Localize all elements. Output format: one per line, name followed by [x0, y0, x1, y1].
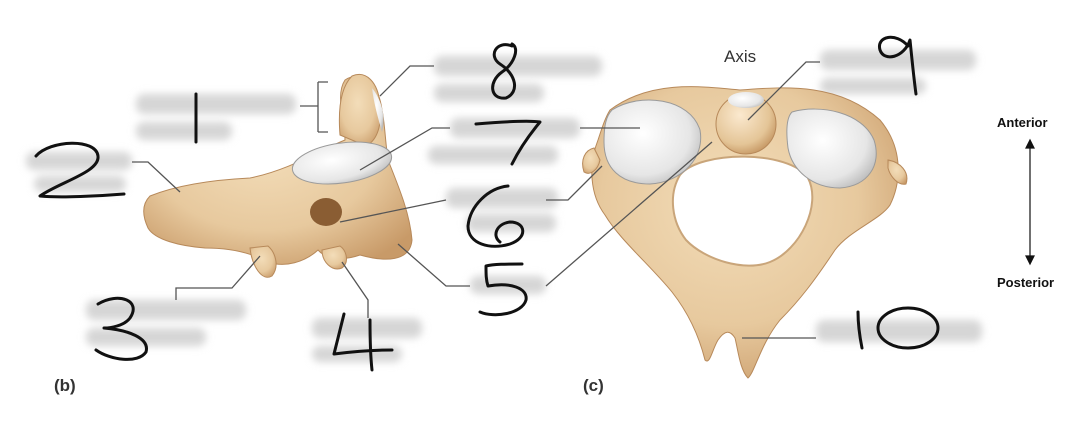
blurred-label-3a: [86, 300, 246, 320]
panel-label-c: (c): [583, 376, 604, 395]
blurred-label-10: [816, 320, 982, 342]
handwritten-number-9: [878, 35, 918, 96]
handwritten-numbers: [34, 35, 940, 372]
blurred-label-2a: [26, 152, 132, 170]
handwritten-number-8: [491, 42, 518, 100]
orientation-arrow: [1025, 138, 1035, 266]
blurred-label-1a: [136, 94, 296, 114]
leader-2: [132, 161, 181, 193]
right-superior-facet: [786, 108, 877, 189]
handwritten-number-3: [94, 296, 148, 361]
leader-4: [341, 261, 369, 318]
leader-6: [339, 199, 447, 223]
handwritten-number-10: [856, 310, 864, 350]
handwritten-number-6: [466, 184, 525, 248]
blurred-label-4a: [312, 318, 422, 338]
handwritten-number-10-zero: [876, 306, 940, 350]
handwritten-number-2: [34, 141, 126, 199]
superior-facet-lateral: [291, 141, 393, 185]
leader-5b: [545, 141, 713, 287]
leader-3: [175, 255, 261, 300]
blurred-label-3b: [86, 328, 206, 346]
left-superior-facet: [603, 99, 702, 185]
blurred-label-6a: [446, 188, 558, 208]
leader-8: [379, 65, 434, 97]
blurred-label-7b: [428, 146, 558, 164]
handwritten-number-7: [474, 119, 542, 166]
leader-1: [300, 81, 328, 133]
blurred-label-9b: [820, 78, 926, 94]
leader-5c: [546, 165, 603, 201]
blurred-label-4b: [312, 346, 402, 362]
leader-lines: [132, 61, 820, 339]
lateral-view-bone: [143, 74, 413, 278]
orientation-anterior: Anterior: [997, 115, 1048, 130]
handwritten-number-4: [332, 312, 394, 372]
orientation-posterior: Posterior: [997, 275, 1055, 290]
blurred-label-1b: [136, 122, 232, 140]
blurred-label-8b: [434, 84, 544, 102]
leader-9: [747, 61, 820, 121]
transverse-foramen-lateral: [310, 198, 342, 226]
superior-view-bone: [582, 86, 908, 379]
panel-label-b: (b): [54, 376, 76, 395]
blurred-label-8a: [434, 56, 602, 76]
leader-7: [359, 127, 450, 171]
blurred-label-9a: [820, 50, 976, 70]
figure-title: Axis: [724, 47, 757, 66]
handwritten-number-5: [478, 262, 528, 317]
leader-5a: [397, 243, 470, 287]
